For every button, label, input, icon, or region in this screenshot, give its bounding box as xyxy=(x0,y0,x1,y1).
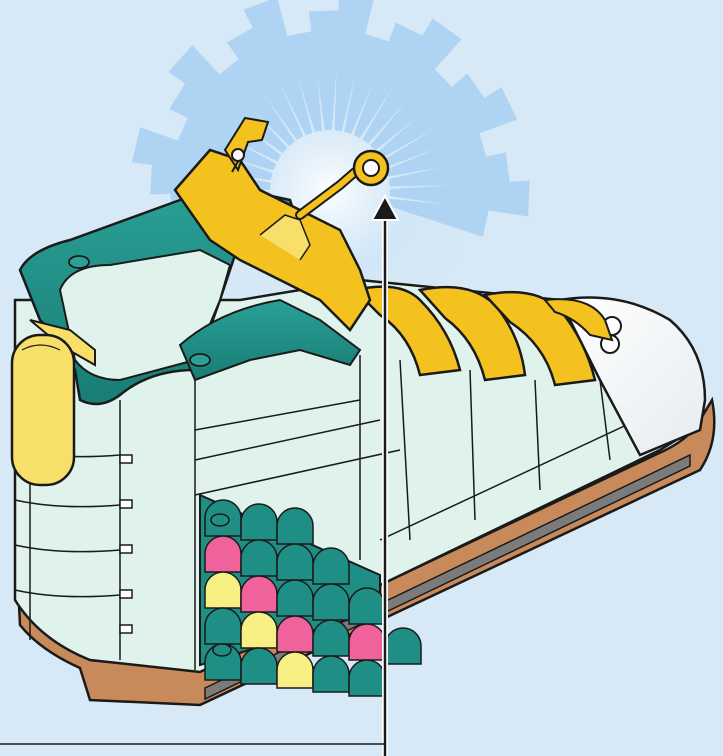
mosaic-tile xyxy=(313,620,349,656)
mosaic-tile xyxy=(349,624,385,660)
mosaic-tile xyxy=(385,628,421,664)
mosaic-tile xyxy=(277,616,313,652)
mosaic-tile xyxy=(277,544,313,580)
mosaic-tile xyxy=(313,584,349,620)
mosaic-tile xyxy=(313,548,349,584)
mosaic-tile xyxy=(205,536,241,572)
mosaic-tile xyxy=(241,648,277,684)
mosaic-tile xyxy=(349,660,385,696)
mosaic-tile xyxy=(205,608,241,644)
mosaic-tile xyxy=(277,580,313,616)
mosaic-tile xyxy=(277,652,313,688)
mosaic-tile xyxy=(241,576,277,612)
mosaic-tile xyxy=(241,504,277,540)
mosaic-tile xyxy=(313,656,349,692)
mosaic-stud xyxy=(213,644,231,656)
mosaic-tile xyxy=(277,508,313,544)
mosaic-tile xyxy=(241,612,277,648)
mosaic-stud xyxy=(211,514,229,526)
mosaic-tile xyxy=(241,540,277,576)
mosaic-tile xyxy=(349,588,385,624)
mosaic-tile xyxy=(205,572,241,608)
